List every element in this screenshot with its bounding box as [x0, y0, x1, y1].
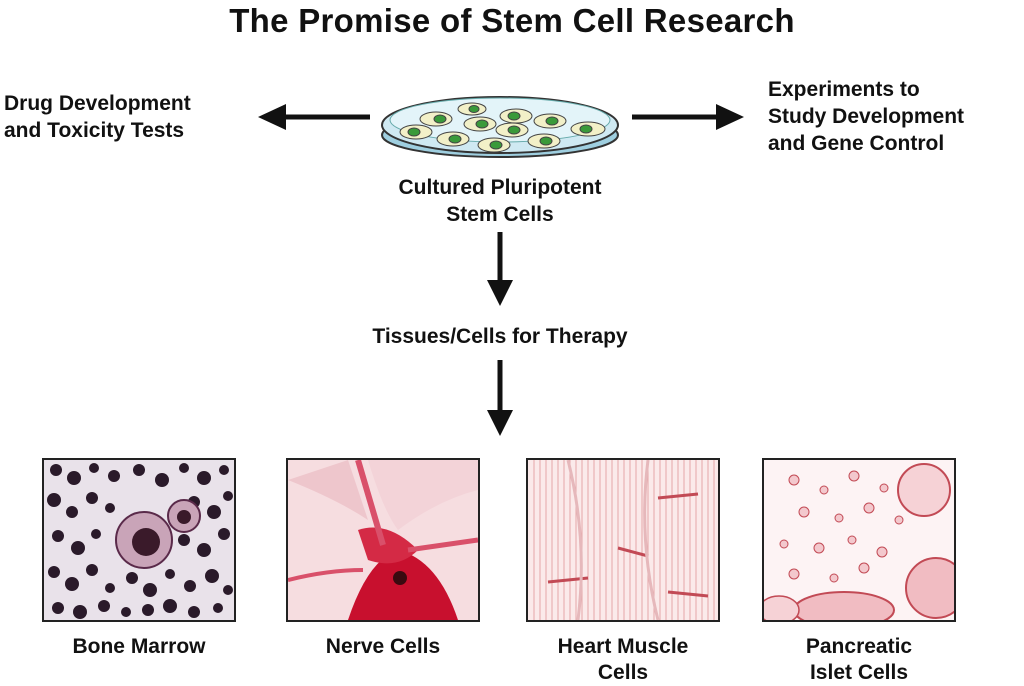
heart-muscle-cells-label: Heart Muscle Cells — [523, 634, 723, 686]
experiments-line-3: and Gene Control — [768, 132, 945, 155]
pancreatic-islet-cells-label: Pancreatic Islet Cells — [759, 634, 959, 686]
experiments-label: Experiments to Study Development and Gen… — [768, 76, 964, 157]
diagram-title: The Promise of Stem Cell Research — [229, 2, 795, 39]
nerve-cells-micrograph — [288, 460, 478, 620]
heart-muscle-label-line-2: Cells — [597, 661, 649, 684]
bone-marrow-micrograph — [44, 460, 234, 620]
pancreatic-label-line-2: Islet Cells — [809, 661, 909, 684]
pancreatic-islet-micrograph — [764, 460, 954, 620]
nerve-cells-image — [286, 458, 480, 622]
drug-development-line-1: Drug Development — [4, 92, 191, 115]
arrow-down-1 — [487, 232, 513, 306]
experiments-line-2: Study Development — [768, 105, 965, 128]
heart-muscle-micrograph — [528, 460, 718, 620]
arrow-down-2 — [487, 360, 513, 436]
bone-marrow-label-line-1: Bone Marrow — [72, 635, 206, 658]
nerve-cells-label-line-1: Nerve Cells — [325, 635, 441, 658]
heart-muscle-label-line-1: Heart Muscle — [557, 635, 689, 658]
arrow-right — [632, 104, 744, 130]
nerve-cells-label: Nerve Cells — [283, 634, 483, 660]
pancreatic-label-line-1: Pancreatic — [805, 635, 913, 658]
drug-development-label: Drug Development and Toxicity Tests — [4, 90, 191, 144]
cultured-stem-cells-line-2: Stem Cells — [446, 203, 554, 226]
drug-development-line-2: and Toxicity Tests — [4, 119, 185, 142]
bone-marrow-image — [42, 458, 236, 622]
cultured-stem-cells-label: Cultured Pluripotent Stem Cells — [340, 174, 660, 228]
bone-marrow-label: Bone Marrow — [39, 634, 239, 660]
experiments-line-1: Experiments to — [768, 78, 920, 101]
heart-muscle-cells-image — [526, 458, 720, 622]
arrow-left — [258, 104, 370, 130]
petri-dish-icon — [381, 96, 619, 158]
therapy-label: Tissues/Cells for Therapy — [372, 325, 628, 348]
pancreatic-islet-cells-image — [762, 458, 956, 622]
cultured-stem-cells-line-1: Cultured Pluripotent — [398, 176, 602, 199]
